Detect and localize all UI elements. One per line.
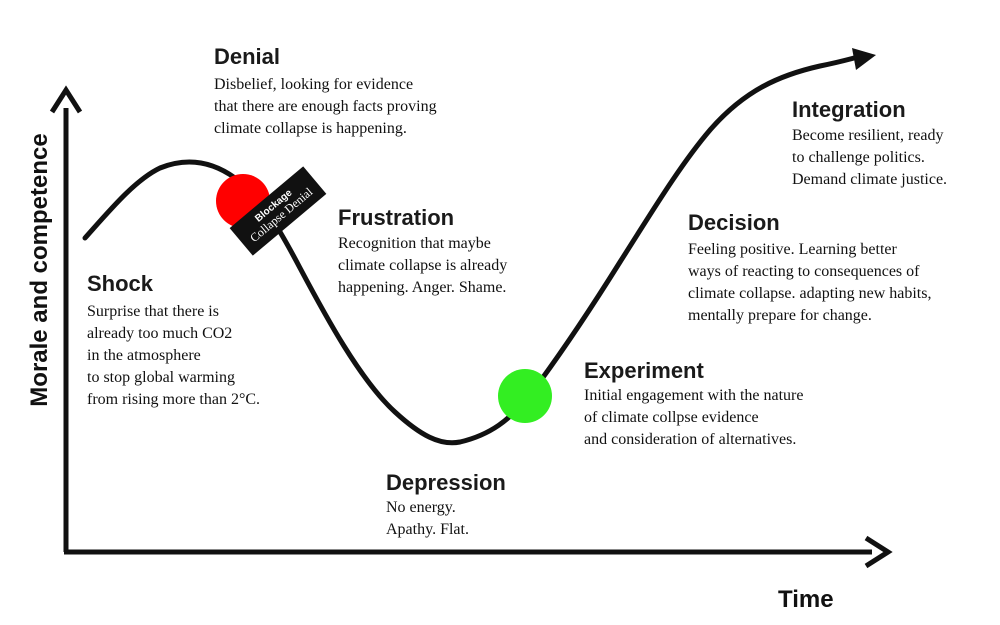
stage-title-depression: Depression — [386, 470, 506, 495]
stage-title-shock: Shock — [87, 271, 154, 296]
stage-title-decision: Decision — [688, 210, 780, 235]
stage-title-frustration: Frustration — [338, 205, 455, 230]
y-axis-label: Morale and competence — [26, 133, 53, 407]
stage-desc-line: Initial engagement with the nature — [584, 387, 804, 404]
stage-desc-denial: Disbelief, looking for evidence that the… — [214, 74, 437, 140]
stage-desc-line: climate collapse is already — [338, 257, 508, 274]
stage-desc-experiment: Initial engagement with the nature of cl… — [584, 385, 803, 451]
stage-desc-line: Feeling positive. Learning better — [688, 241, 897, 258]
stage-desc-line: and consideration of alternatives. — [584, 431, 797, 448]
experiment-green-dot — [498, 369, 552, 423]
stage-title-integration: Integration — [792, 97, 906, 122]
stage-desc-shock: Surprise that there is already too much … — [87, 301, 260, 411]
stage-desc-line: to stop global warming — [87, 369, 235, 386]
stage-desc-line: climate collapse is happening. — [214, 120, 407, 137]
morale-curve — [82, 54, 861, 446]
x-axis-label: Time — [778, 586, 834, 613]
stage-desc-frustration: Recognition that maybe climate collapse … — [338, 233, 507, 299]
y-axis-arrowhead — [49, 85, 83, 114]
stage-desc-line: from rising more than 2°C. — [87, 391, 261, 408]
stage-desc-line: in the atmosphere — [87, 347, 201, 364]
stage-desc-line: Apathy. Flat. — [386, 521, 469, 538]
stage-desc-line: to challenge politics. — [792, 149, 925, 166]
stage-desc-decision: Feeling positive. Learning better ways o… — [688, 239, 931, 327]
stage-title-denial: Denial — [214, 44, 281, 69]
stage-desc-line: of climate collpse evidence — [584, 409, 759, 426]
stage-desc-line: Demand climate justice. — [792, 171, 948, 188]
stage-desc-depression: No energy. Apathy. Flat. — [386, 497, 469, 541]
stage-desc-integration: Become resilient, ready to challenge pol… — [792, 125, 947, 191]
stage-desc-line: Recognition that maybe — [338, 235, 491, 252]
stage-desc-line: already too much CO2 — [87, 325, 233, 342]
x-axis-arrowhead — [864, 535, 893, 569]
stage-desc-line: Disbelief, looking for evidence — [214, 76, 414, 93]
stage-desc-line: that there are enough facts proving — [214, 98, 437, 115]
stage-desc-line: climate collapse. adapting new habits, — [688, 285, 932, 302]
curve-arrowhead — [852, 48, 876, 70]
stage-desc-line: mentally prepare for change. — [688, 307, 872, 324]
stage-desc-line: ways of reacting to consequences of — [688, 263, 920, 280]
stage-title-experiment: Experiment — [584, 358, 704, 383]
stage-desc-line: Become resilient, ready — [792, 127, 944, 144]
stage-desc-line: No energy. — [386, 499, 456, 516]
stage-desc-line: happening. Anger. Shame. — [338, 279, 507, 296]
stage-desc-line: Surprise that there is — [87, 303, 219, 320]
